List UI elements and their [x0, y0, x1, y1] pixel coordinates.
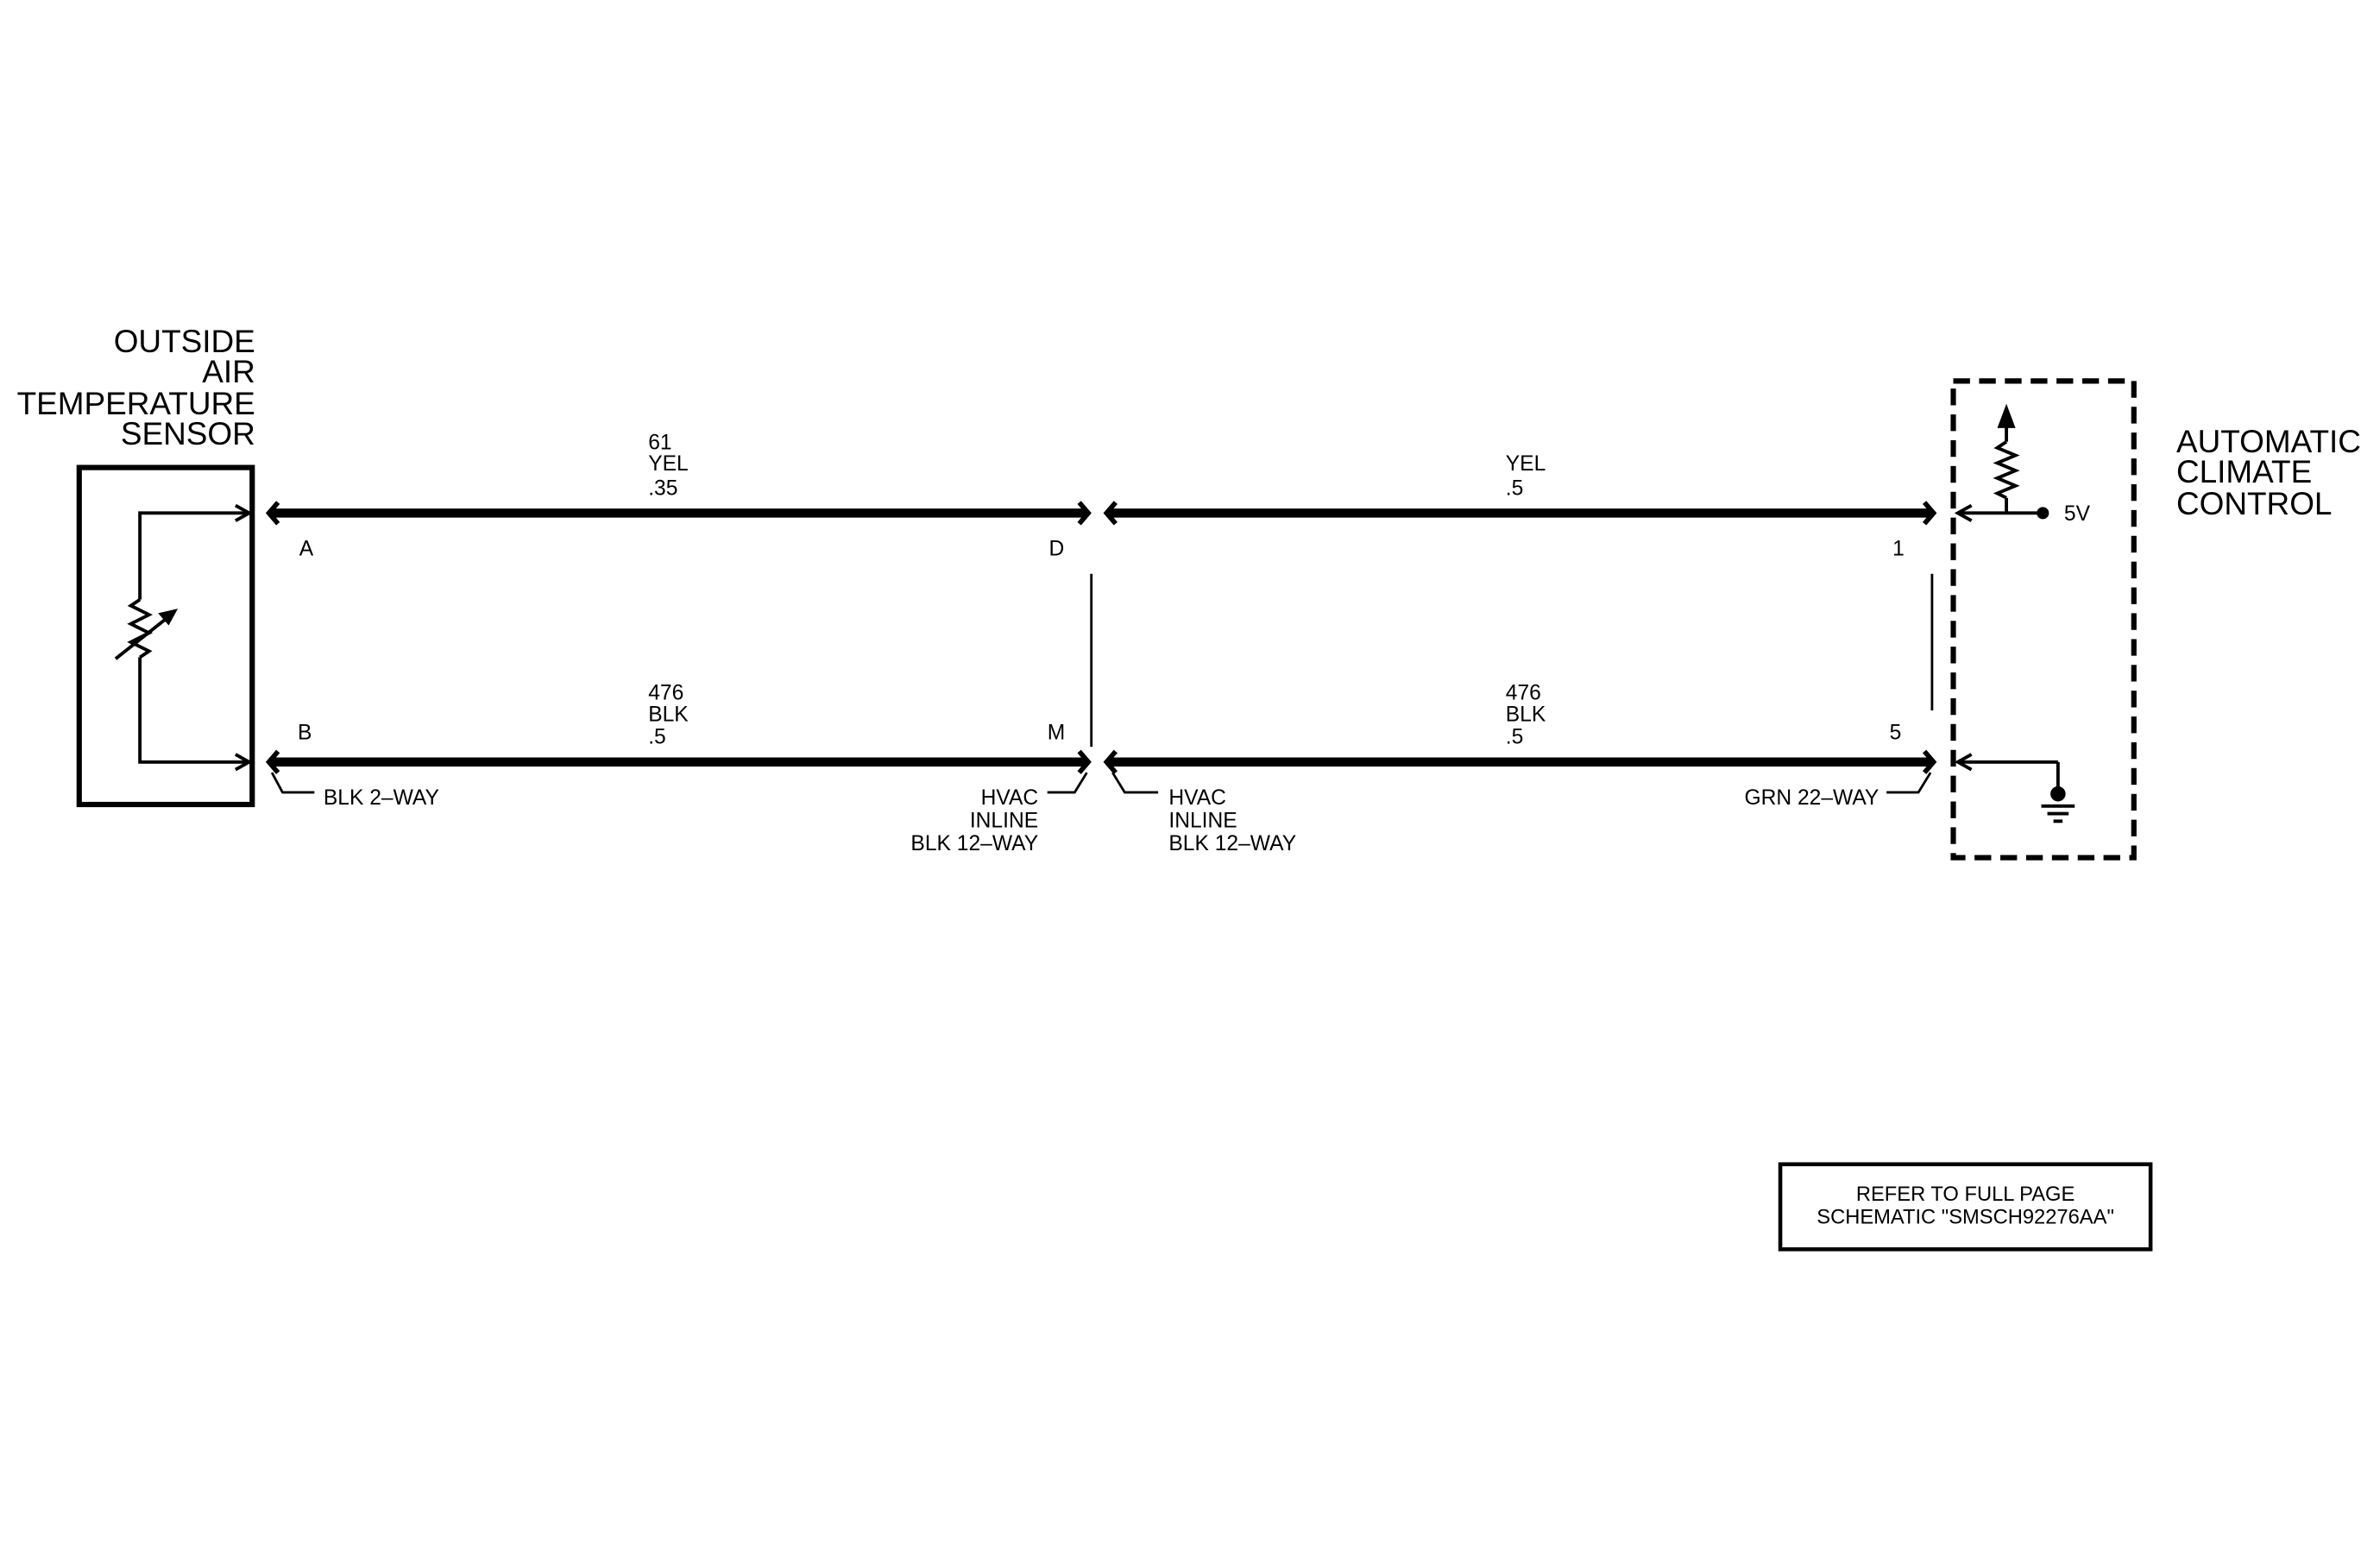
- sensor-name-line-4: SENSOR: [121, 416, 255, 451]
- outside-air-temperature-sensor: OUTSIDE AIR TEMPERATURE SENSOR: [17, 324, 255, 808]
- sensor-connector-label: BLK 2–WAY: [324, 786, 439, 810]
- wire-gauge: .35: [648, 476, 677, 500]
- inline-connector-module-side-leader: [1111, 772, 1159, 794]
- variable-resistor-icon: [127, 597, 154, 659]
- connector-terminal-icon: [1077, 749, 1092, 774]
- module-connector-leader: [1886, 772, 1932, 794]
- wire-circuit-number: 476: [1506, 682, 1541, 705]
- module-connector-label: GRN 22–WAY: [1744, 786, 1879, 810]
- inline-connector-sensor-side-leader: [1047, 772, 1088, 794]
- wire-gauge: .5: [1506, 476, 1524, 500]
- reference-note-line-1: REFER TO FULL PAGE: [1856, 1183, 2075, 1206]
- connector-terminal-icon: [265, 501, 280, 526]
- module-body-box: [1950, 378, 2137, 861]
- sensor-internal-lead-bottom: [138, 657, 248, 764]
- variable-resistor-arrow-icon: [158, 609, 179, 626]
- pin-label-5: 5: [1890, 721, 1902, 744]
- reference-note-box: [1778, 1162, 2153, 1252]
- pin-label-b: B: [298, 721, 312, 744]
- connector-terminal-icon: [1077, 501, 1092, 526]
- sensor-name-line-2: AIR: [202, 354, 255, 389]
- inline-connector-module-side-label-1: HVAC: [1168, 786, 1226, 810]
- wire-signal-sensor-side: 61 YEL .35: [265, 432, 1092, 526]
- supply-node-icon: [2037, 507, 2049, 520]
- wire-color: YEL: [1506, 452, 1546, 476]
- pin-label-1: 1: [1892, 538, 1905, 561]
- reference-note: REFER TO FULL PAGE SCHEMATIC "SMSCH92276…: [1778, 1162, 2153, 1252]
- connector-terminal-icon: [265, 749, 280, 774]
- pin-label-m: M: [1048, 721, 1066, 744]
- wire-ground-sensor-side: 476 BLK .5: [265, 682, 1092, 774]
- module-terminal-1-arrow-icon: [1954, 503, 1973, 522]
- wire-circuit-number: 476: [648, 682, 683, 705]
- wire-color: BLK: [648, 703, 689, 726]
- connector-terminal-icon: [1922, 749, 1937, 774]
- connector-terminal-icon: [1103, 501, 1118, 526]
- pin-label-a: A: [299, 538, 314, 561]
- wire-signal-module-side: YEL .5: [1103, 452, 1937, 526]
- sensor-body-box: [76, 464, 255, 808]
- reference-voltage-label: 5V: [2064, 502, 2091, 526]
- sensor-internal-lead-top: [138, 511, 248, 600]
- sensor-name-line-1: OUTSIDE: [114, 324, 255, 359]
- pullup-arrow-icon: [1997, 403, 2016, 428]
- wire-circuit-number: 61: [648, 432, 671, 455]
- module-terminal-5-arrow-icon: [1954, 753, 1973, 772]
- inline-connector-sensor-side-label-2: INLINE: [970, 809, 1038, 832]
- module-name-line-2: CLIMATE: [2176, 454, 2312, 489]
- inline-connector-module-side-label-2: INLINE: [1168, 809, 1237, 832]
- sensor-name-line-3: TEMPERATURE: [17, 386, 255, 421]
- connector-terminal-icon: [1103, 749, 1118, 774]
- sensor-terminal-a-arrow-icon: [234, 503, 253, 522]
- sensor-connector-leader: [270, 772, 315, 794]
- ground-node-icon: [2050, 786, 2066, 802]
- pin-label-d: D: [1048, 538, 1064, 561]
- wire-ground-module-side: 476 BLK .5: [1103, 682, 1937, 774]
- wire-color: BLK: [1506, 703, 1546, 726]
- automatic-climate-control-module: 5V AUTOMATIC CLIMATE CONTROL: [1950, 378, 2361, 861]
- sensor-terminal-b-arrow-icon: [234, 753, 253, 772]
- inline-connector-module-side-label-3: BLK 12–WAY: [1168, 832, 1296, 855]
- reference-note-line-2: SCHEMATIC "SMSCH92276AA": [1816, 1206, 2114, 1228]
- wire-color: YEL: [648, 452, 689, 476]
- module-name-line-3: CONTROL: [2176, 486, 2332, 521]
- inline-connector-sensor-side-label-3: BLK 12–WAY: [910, 832, 1038, 855]
- pullup-resistor-icon: [1993, 440, 2020, 500]
- variable-resistor-arrow-shaft: [114, 616, 168, 660]
- connector-terminal-icon: [1922, 501, 1937, 526]
- wire-gauge: .5: [1506, 726, 1524, 749]
- inline-connector-sensor-side-label-1: HVAC: [981, 786, 1039, 810]
- wire-gauge: .5: [648, 726, 666, 749]
- module-name-line-1: AUTOMATIC: [2176, 424, 2361, 459]
